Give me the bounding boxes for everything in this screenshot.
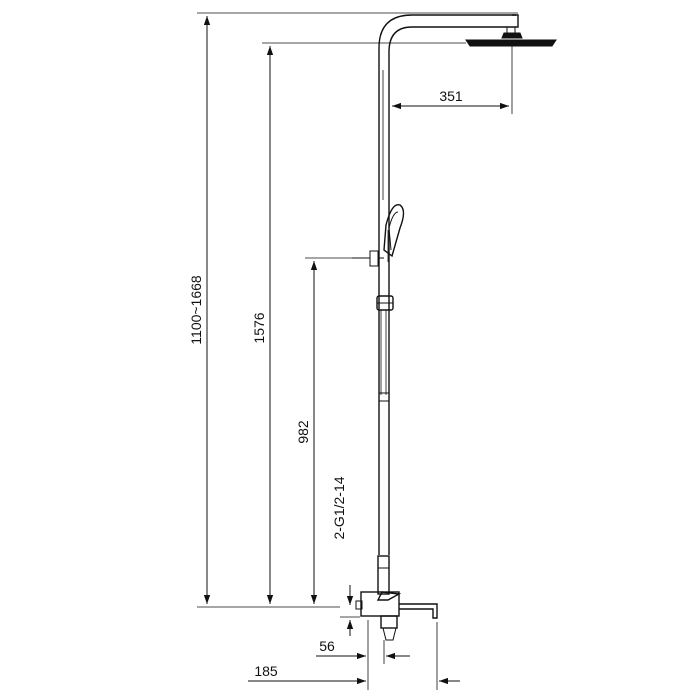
- riser-pipe-inner: [388, 26, 512, 555]
- slide-rail-stop: [378, 392, 390, 402]
- lower-outlet: [380, 615, 398, 629]
- sliding-bracket: [376, 295, 394, 402]
- rain-shower-head: [465, 26, 557, 47]
- shower-column: [378, 14, 519, 555]
- label-arm-reach: 351: [439, 88, 463, 104]
- dim-overall-height: 1100~1668: [188, 12, 518, 608]
- dim-connection: 2-G1/2-14: [331, 476, 360, 636]
- mixer-handle: [376, 591, 402, 601]
- label-spout-reach: 185: [254, 663, 278, 679]
- head-connector: [506, 26, 516, 34]
- head-joint: [501, 32, 523, 39]
- label-inlet-offset: 56: [319, 638, 335, 654]
- dim-spout-reach: 185: [248, 622, 460, 690]
- hand-shower-holder: [369, 250, 379, 267]
- dim-head-height: 1576: [251, 42, 466, 604]
- head-disc: [465, 39, 557, 47]
- label-head-height: 1576: [251, 312, 267, 343]
- hand-shower: [352, 203, 405, 267]
- dim-arm-reach: 351: [392, 46, 513, 114]
- label-connection: 2-G1/2-14: [331, 476, 347, 539]
- diverter-column: [377, 555, 390, 595]
- dim-inlet-offset: 56: [316, 620, 410, 664]
- dim-mid-height: 982: [295, 257, 352, 604]
- hand-shower-face: [388, 211, 399, 251]
- mixer-valve: [355, 555, 438, 641]
- lower-outlet-nozzle: [382, 627, 397, 641]
- label-mid-height: 982: [295, 420, 311, 444]
- label-overall-height: 1100~1668: [188, 275, 204, 345]
- riser-pipe-outer: [378, 14, 516, 555]
- inlet-connector: [355, 600, 363, 610]
- hand-shower-body: [383, 203, 405, 258]
- arm-end-cap: [512, 14, 519, 28]
- tub-spout: [399, 603, 438, 619]
